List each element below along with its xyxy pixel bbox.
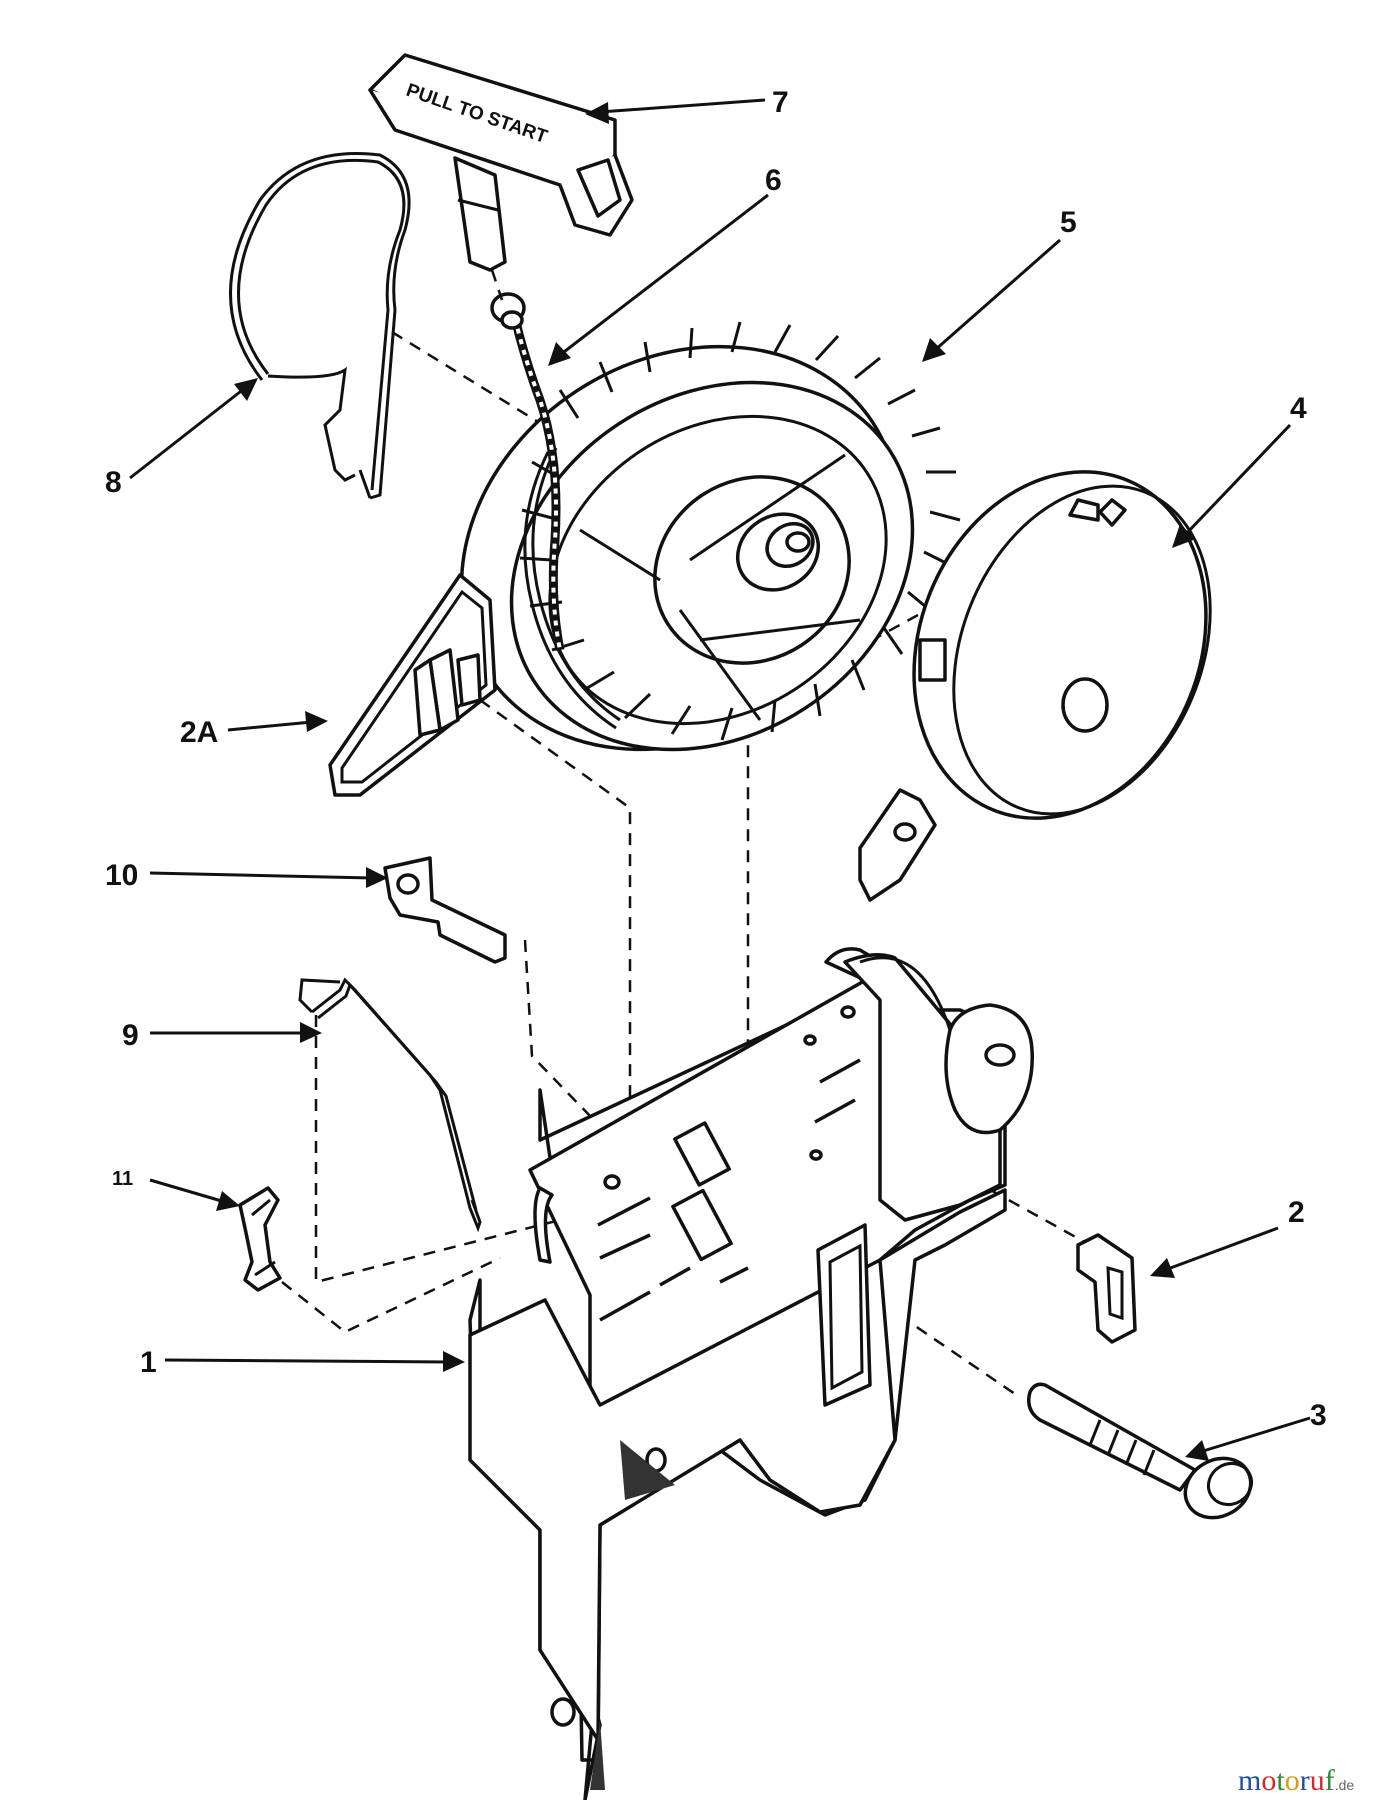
watermark-letter: o xyxy=(1285,1764,1300,1797)
part-4-cover xyxy=(858,470,1212,902)
part-2a-plate xyxy=(328,573,497,797)
part-2-small-bracket xyxy=(1076,1233,1137,1344)
watermark-letter: u xyxy=(1310,1764,1325,1797)
part-6-rope xyxy=(490,292,565,651)
pulley-teeth xyxy=(519,321,961,741)
part-7-handle: PULL TO START xyxy=(368,53,634,301)
part-labels: 7 6 5 4 8 2A 10 9 11 1 2 3 xyxy=(105,86,1327,1432)
watermark-letter: t xyxy=(1276,1764,1285,1797)
part-10-pawl xyxy=(383,856,507,964)
watermark-letter: o xyxy=(1261,1764,1276,1797)
label-10: 10 xyxy=(105,859,138,892)
label-1: 1 xyxy=(140,1346,157,1379)
part-1-bracket xyxy=(468,947,1034,1800)
label-7: 7 xyxy=(772,86,789,119)
label-9: 9 xyxy=(122,1019,139,1052)
part-8-wire-guide xyxy=(229,151,411,500)
watermark-letter: f xyxy=(1325,1764,1335,1797)
label-8: 8 xyxy=(105,466,122,499)
label-5: 5 xyxy=(1060,206,1077,239)
part-5-pulley xyxy=(459,321,961,752)
watermark-suffix: .de xyxy=(1335,1777,1355,1793)
label-2: 2 xyxy=(1288,1196,1305,1229)
watermark-letter: r xyxy=(1300,1764,1310,1797)
part-9-spring xyxy=(298,977,482,1233)
label-11: 11 xyxy=(112,1168,133,1190)
part-3-pin xyxy=(1027,1382,1254,1520)
label-3: 3 xyxy=(1310,1399,1327,1432)
watermark-letter: m xyxy=(1238,1764,1261,1797)
leader-lines xyxy=(129,98,1311,1461)
motoruf-watermark: motoruf.de xyxy=(1238,1764,1354,1797)
label-4: 4 xyxy=(1290,392,1307,425)
part-11-clip xyxy=(238,1186,282,1292)
label-2a: 2A xyxy=(180,716,218,749)
label-6: 6 xyxy=(765,164,782,197)
